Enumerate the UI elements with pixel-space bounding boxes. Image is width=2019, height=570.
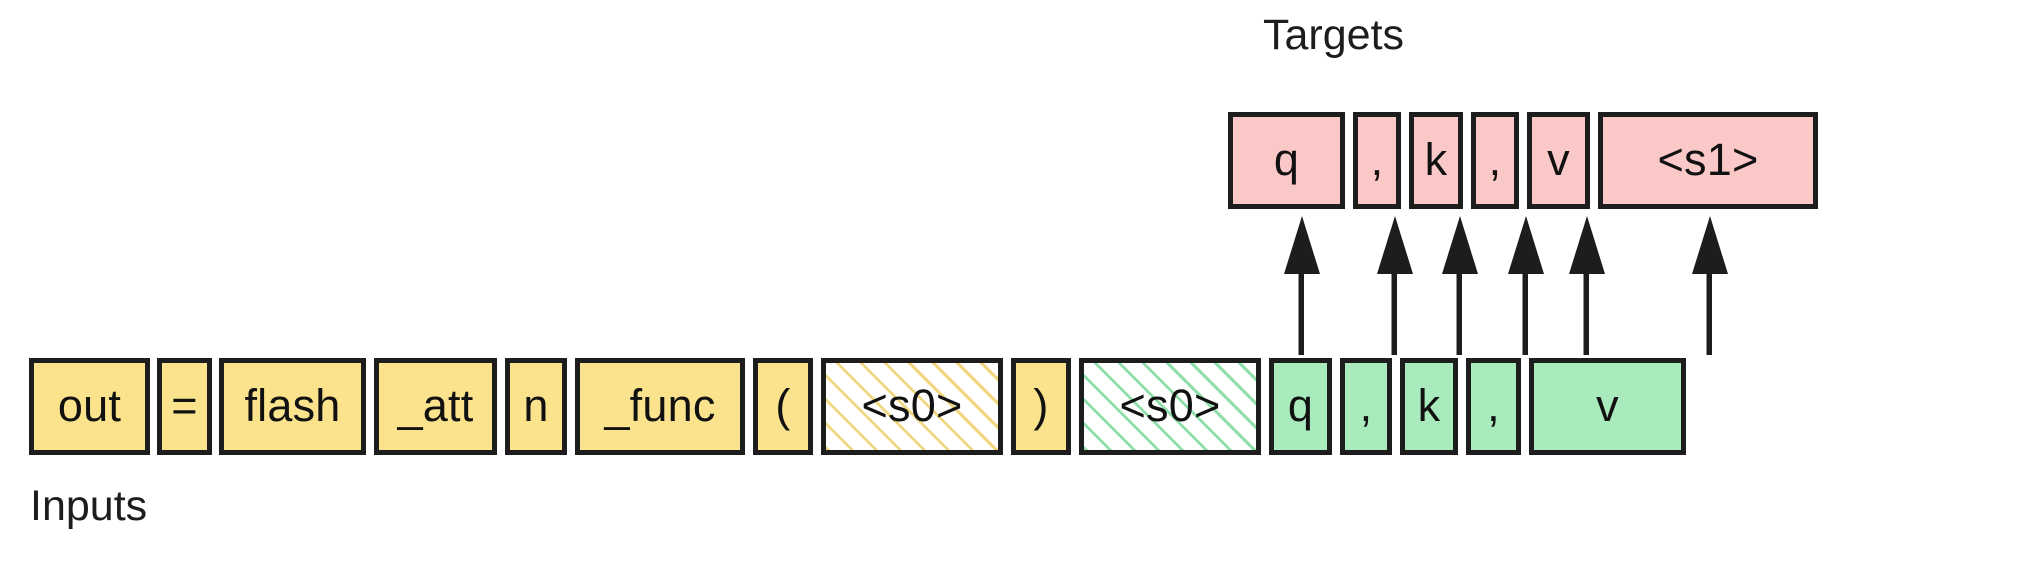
token-label: _func bbox=[604, 380, 716, 431]
token-label: q bbox=[1273, 134, 1300, 185]
token-inputs-13-comma: , bbox=[1466, 358, 1521, 455]
token-label: out bbox=[57, 380, 122, 431]
token-label: k bbox=[1424, 134, 1448, 185]
token-label: <s1> bbox=[1657, 134, 1759, 185]
token-label: , bbox=[1370, 134, 1384, 185]
token-label: k bbox=[1417, 380, 1441, 431]
token-inputs-10-q: q bbox=[1269, 358, 1332, 455]
arrow-to-target-c2-icon bbox=[1504, 214, 1548, 358]
token-label: , bbox=[1359, 380, 1373, 431]
token-inputs-12-k: k bbox=[1400, 358, 1458, 455]
token-inputs-5--func: _func bbox=[575, 358, 745, 455]
token-inputs-8-rparen: ) bbox=[1011, 358, 1071, 455]
token-inputs-4-n: n bbox=[505, 358, 567, 455]
token-inputs-7-s0: <s0> bbox=[821, 358, 1003, 455]
token-inputs-3--att: _att bbox=[374, 358, 497, 455]
targets-label: Targets bbox=[1263, 11, 1405, 59]
token-label: v bbox=[1547, 134, 1570, 185]
token-inputs-1-equals: = bbox=[157, 358, 212, 455]
arrow-to-target-k-icon bbox=[1438, 214, 1482, 358]
token-inputs-14-v: v bbox=[1529, 358, 1686, 455]
token-inputs-0-out: out bbox=[29, 358, 150, 455]
arrow-to-target-s1-icon bbox=[1688, 214, 1732, 358]
token-inputs-11-comma: , bbox=[1340, 358, 1392, 455]
token-targets-1-comma: , bbox=[1353, 112, 1401, 209]
token-label: n bbox=[523, 380, 549, 431]
token-label: <s0> bbox=[861, 380, 963, 431]
token-label: q bbox=[1287, 380, 1314, 431]
token-inputs-9-s0: <s0> bbox=[1079, 358, 1261, 455]
arrow-to-target-q-icon bbox=[1280, 214, 1324, 358]
token-label: = bbox=[171, 380, 198, 431]
token-label: ) bbox=[1033, 380, 1049, 431]
token-inputs-2-flash: flash bbox=[219, 358, 366, 455]
token-label: _att bbox=[397, 380, 474, 431]
token-targets-3-comma: , bbox=[1471, 112, 1519, 209]
token-label: flash bbox=[244, 380, 341, 431]
token-label: , bbox=[1487, 380, 1500, 431]
token-targets-0-q: q bbox=[1228, 112, 1345, 209]
arrow-to-target-c1-icon bbox=[1373, 214, 1417, 358]
token-label: , bbox=[1488, 134, 1502, 185]
token-label: <s0> bbox=[1119, 380, 1221, 431]
token-inputs-6-lparen: ( bbox=[753, 358, 813, 455]
token-targets-2-k: k bbox=[1409, 112, 1463, 209]
token-targets-4-v: v bbox=[1527, 112, 1590, 209]
inputs-label: Inputs bbox=[30, 482, 148, 530]
arrow-to-target-v-icon bbox=[1565, 214, 1609, 358]
token-targets-5-s1: <s1> bbox=[1598, 112, 1818, 209]
token-label: v bbox=[1596, 380, 1619, 431]
token-label: ( bbox=[775, 380, 791, 431]
